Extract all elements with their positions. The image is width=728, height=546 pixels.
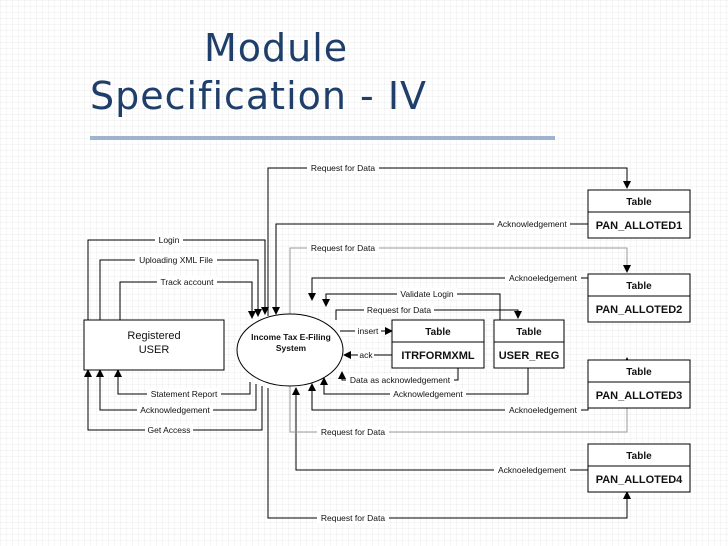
table-header: Table: [626, 367, 652, 378]
flow-label-validate: Validate Login: [400, 289, 454, 299]
flow-label-get-access: Get Access: [148, 425, 191, 435]
title-rule: [90, 136, 555, 140]
user-label-line2: USER: [139, 344, 170, 356]
table-header: Table: [516, 327, 542, 338]
table-itrformxml: Table ITRFORMXML: [391, 319, 485, 369]
flow-label-login: Login: [159, 235, 180, 245]
user-label-line1: Registered: [127, 330, 180, 342]
flow-label-track: Track account: [160, 277, 214, 287]
table-header: Table: [425, 327, 451, 338]
flow-label-ack2: Acknoeledgement: [509, 273, 578, 283]
table-pan-alloted4: Table PAN_ALLOTED4: [587, 443, 691, 493]
flow-get-access: [84, 369, 263, 431]
flow-req1: [267, 167, 631, 316]
efiling-system-process: Income Tax E-Filing System: [236, 313, 344, 387]
flow-req4: [267, 388, 631, 519]
table-user-reg: Table USER_REG: [493, 319, 565, 369]
table-pan-alloted2: Table PAN_ALLOTED2: [587, 273, 691, 323]
table-name: USER_REG: [499, 350, 560, 362]
page-title: Module Specification - IV: [90, 24, 510, 120]
registered-user-entity: Registered USER: [83, 319, 225, 371]
table-pan-alloted3: Table PAN_ALLOTED3: [587, 359, 691, 409]
table-name: ITRFORMXML: [401, 350, 475, 362]
table-name: PAN_ALLOTED1: [596, 220, 683, 232]
flow-label-req4: Request for Data: [321, 513, 386, 523]
flow-track: [119, 281, 256, 320]
flow-label-req1: Request for Data: [311, 163, 376, 173]
flow-label-uploading: Uploading XML File: [139, 255, 213, 265]
table-name: PAN_ALLOTED4: [596, 474, 683, 486]
flow-label-ack-itr: ack: [359, 350, 373, 360]
table-name: PAN_ALLOTED2: [596, 304, 683, 316]
flow-label-ack1: Acknowledgement: [497, 219, 567, 229]
flow-label-ack4: Acknoeledgement: [498, 465, 567, 475]
flow-label-req2: Request for Data: [311, 243, 376, 253]
table-header: Table: [626, 281, 652, 292]
flow-ack1: [272, 223, 588, 315]
table-header: Table: [626, 197, 652, 208]
flow-label-insert: insert: [358, 326, 379, 336]
flow-req2: [289, 247, 631, 316]
table-pan-alloted1: Table PAN_ALLOTED1: [587, 189, 691, 239]
flow-label-ack-reg: Acknowledgement: [393, 389, 463, 399]
flow-label-req-reg: Request for Data: [367, 305, 432, 315]
table-header: Table: [626, 451, 652, 462]
title-line-2: Specification - IV: [90, 74, 428, 118]
flow-label-statement: Statement Report: [151, 389, 218, 399]
title-line-1: Module: [204, 26, 349, 70]
system-label-line1: Income Tax E-Filing: [251, 332, 331, 342]
flow-label-user-ack: Acknowledgement: [140, 405, 210, 415]
flow-ack2: [308, 277, 588, 301]
flow-uploading: [99, 259, 262, 320]
system-label-line2: System: [276, 343, 307, 353]
table-name: PAN_ALLOTED3: [596, 390, 683, 402]
flow-label-req3: Request for Data: [321, 427, 386, 437]
flow-label-data-ack: Data as acknowledgement: [350, 375, 451, 385]
flow-ack4: [292, 387, 588, 471]
flow-label-ack3: Acknoeledgement: [509, 405, 578, 415]
